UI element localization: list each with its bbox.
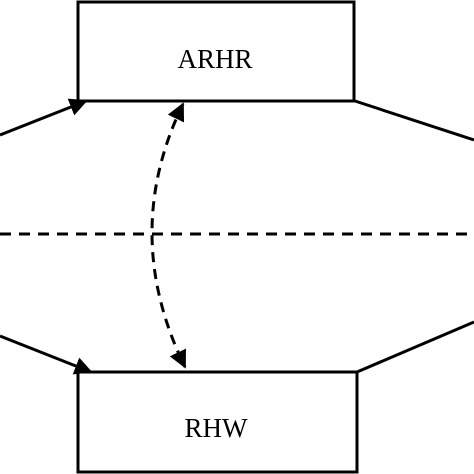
top-box: ARHR: [76, 0, 356, 103]
connector-left-to-top-box: [0, 98, 88, 137]
bottom-box-label: RHW: [185, 413, 249, 443]
connector-top-box-to-right: [354, 99, 474, 142]
top-box-frame: [76, 0, 356, 103]
connector-bottom-box-to-right: [356, 320, 474, 374]
top-box-label: ARHR: [177, 44, 252, 74]
dashed-bidirectional-curve-arrow: [150, 102, 187, 369]
connector-left-to-bottom-box: [0, 334, 93, 375]
bottom-box: RHW: [76, 370, 359, 474]
bottom-box-frame: [76, 370, 359, 474]
